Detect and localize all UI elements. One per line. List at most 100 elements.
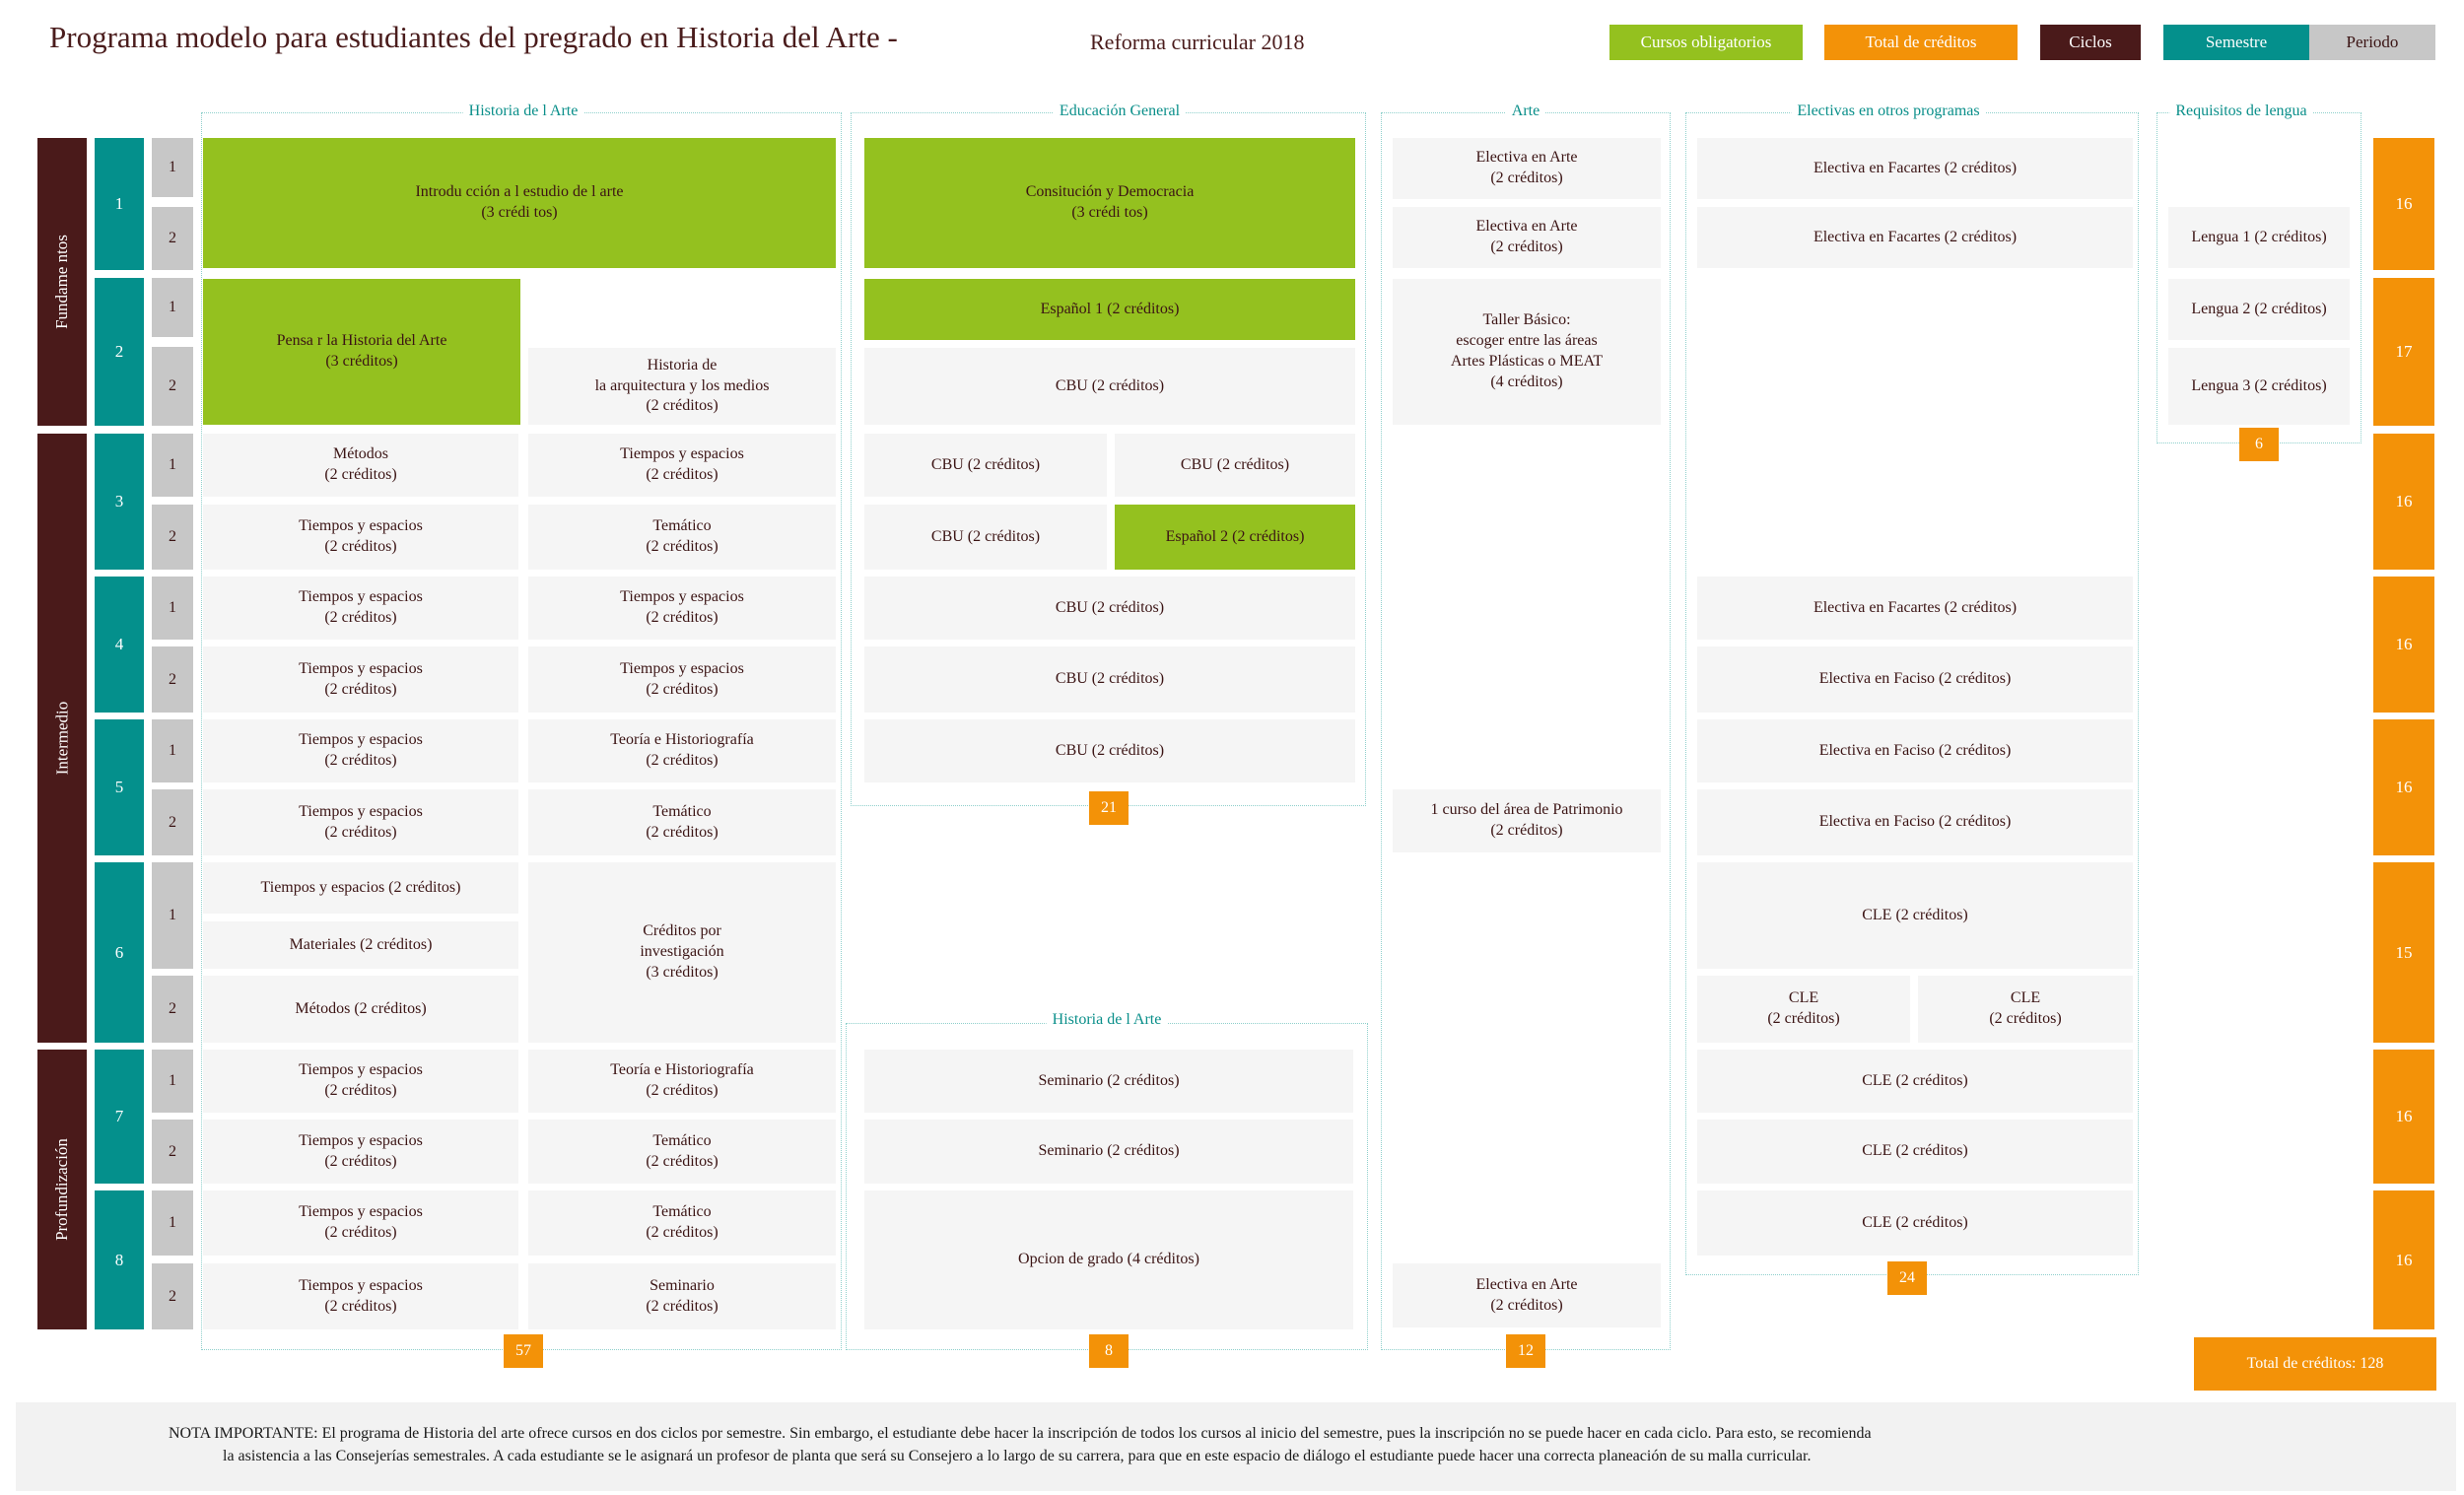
semester-2: 2 bbox=[95, 278, 144, 426]
semester-7: 7 bbox=[95, 1050, 144, 1184]
subtotal-arte: 12 bbox=[1506, 1334, 1545, 1368]
legend-ciclos: Ciclos bbox=[2040, 25, 2141, 60]
course-tiempos-espacios-8-1: Tiempos y espacios (2 créditos) bbox=[203, 1190, 518, 1256]
course-tiempos-espacios-7-2: Tiempos y espacios (2 créditos) bbox=[203, 1120, 518, 1184]
semester-total-7: 16 bbox=[2373, 1050, 2434, 1184]
subtotal-lengua: 6 bbox=[2239, 428, 2279, 461]
period-6-2: 2 bbox=[152, 976, 193, 1043]
label-electivas: Electivas en otros programas bbox=[1791, 102, 1986, 120]
period-7-1: 1 bbox=[152, 1050, 193, 1113]
period-4-2: 2 bbox=[152, 646, 193, 713]
course-cbu-3-1a: CBU (2 créditos) bbox=[864, 434, 1107, 497]
period-1-1: 1 bbox=[152, 138, 193, 197]
semester-total-6: 15 bbox=[2373, 862, 2434, 1043]
course-tiempos-espacios-7-1: Tiempos y espacios (2 créditos) bbox=[203, 1050, 518, 1113]
course-electiva-arte-1-1: Electiva en Arte (2 créditos) bbox=[1393, 138, 1661, 199]
course-tiempos-espacios-5-1: Tiempos y espacios (2 créditos) bbox=[203, 719, 518, 782]
cycle-profundizacion: Profundización bbox=[37, 1050, 87, 1329]
course-tematico-3: Temático (2 créditos) bbox=[528, 505, 836, 570]
course-electiva-arte-1-2: Electiva en Arte (2 créditos) bbox=[1393, 207, 1661, 268]
course-taller-basico: Taller Básico: escoger entre las áreas A… bbox=[1393, 279, 1661, 425]
course-teoria-7: Teoría e Historiografía (2 créditos) bbox=[528, 1050, 836, 1113]
legend-periodo: Periodo bbox=[2309, 25, 2435, 60]
course-cbu-4-2: CBU (2 créditos) bbox=[864, 646, 1355, 713]
semester-total-3: 16 bbox=[2373, 434, 2434, 570]
course-tiempos-espacios-4-2b: Tiempos y espacios (2 créditos) bbox=[528, 646, 836, 713]
period-1-2: 2 bbox=[152, 207, 193, 270]
period-2-2: 2 bbox=[152, 347, 193, 426]
course-cle-8: CLE (2 créditos) bbox=[1697, 1190, 2133, 1256]
course-electiva-faciso-4: Electiva en Faciso (2 créditos) bbox=[1697, 646, 2133, 713]
subtotal-educacion: 21 bbox=[1089, 791, 1129, 825]
course-lengua-1: Lengua 1 (2 créditos) bbox=[2168, 207, 2350, 268]
course-cbu-5-1: CBU (2 créditos) bbox=[864, 719, 1355, 782]
subtotal-electivas: 24 bbox=[1887, 1261, 1927, 1295]
course-cle-6-b: CLE (2 créditos) bbox=[1918, 976, 2133, 1043]
course-cbu-3-2: CBU (2 créditos) bbox=[864, 505, 1107, 570]
cycle-fundamentos: Fundame ntos bbox=[37, 138, 87, 426]
semester-total-4: 16 bbox=[2373, 577, 2434, 713]
semester-6: 6 bbox=[95, 862, 144, 1043]
nota-line-2: la asistencia a las Consejerías semestra… bbox=[223, 1448, 1812, 1464]
total-creditos: Total de créditos: 128 bbox=[2194, 1337, 2436, 1391]
page-subtitle: Reforma curricular 2018 bbox=[1090, 30, 1305, 54]
course-cbu-2: CBU (2 créditos) bbox=[864, 348, 1355, 425]
course-electiva-facartes-1-1: Electiva en Facartes (2 créditos) bbox=[1697, 138, 2133, 199]
course-cbu-4-1: CBU (2 créditos) bbox=[864, 577, 1355, 640]
course-cle-7-1: CLE (2 créditos) bbox=[1697, 1050, 2133, 1113]
label-historia-arte: Historia de l Arte bbox=[462, 102, 584, 120]
course-materiales-6: Materiales (2 créditos) bbox=[203, 921, 518, 969]
course-tiempos-espacios-3-1: Tiempos y espacios (2 créditos) bbox=[528, 434, 836, 497]
semester-5: 5 bbox=[95, 719, 144, 855]
semester-3: 3 bbox=[95, 434, 144, 570]
course-cbu-3-1b: CBU (2 créditos) bbox=[1115, 434, 1355, 497]
course-metodos-6: Métodos (2 créditos) bbox=[203, 976, 518, 1043]
period-5-1: 1 bbox=[152, 719, 193, 782]
label-historia-arte-2: Historia de l Arte bbox=[1046, 1011, 1168, 1029]
course-tiempos-espacios-4-1b: Tiempos y espacios (2 créditos) bbox=[528, 577, 836, 640]
course-constitucion-democracia: Consitución y Democracia (3 crédi tos) bbox=[864, 138, 1355, 268]
course-tiempos-espacios-8-2: Tiempos y espacios (2 créditos) bbox=[203, 1263, 518, 1329]
label-arte: Arte bbox=[1505, 102, 1546, 120]
course-espanol-1: Español 1 (2 créditos) bbox=[864, 279, 1355, 340]
period-4-1: 1 bbox=[152, 577, 193, 640]
semester-total-2: 17 bbox=[2373, 278, 2434, 426]
semester-8: 8 bbox=[95, 1190, 144, 1329]
course-introduccion: Introdu cción a l estudio de l arte (3 c… bbox=[203, 138, 836, 268]
course-tematico-8: Temático (2 créditos) bbox=[528, 1190, 836, 1256]
course-espanol-2: Español 2 (2 créditos) bbox=[1115, 505, 1355, 570]
course-lengua-3: Lengua 3 (2 créditos) bbox=[2168, 348, 2350, 425]
period-5-2: 2 bbox=[152, 789, 193, 855]
course-cle-7-2: CLE (2 créditos) bbox=[1697, 1120, 2133, 1184]
legend-semestre: Semestre bbox=[2163, 25, 2309, 60]
course-tiempos-espacios-4-1a: Tiempos y espacios (2 créditos) bbox=[203, 577, 518, 640]
nota-importante: NOTA IMPORTANTE: El programa de Historia… bbox=[16, 1402, 2456, 1491]
course-tematico-5: Temático (2 créditos) bbox=[528, 789, 836, 855]
period-2-1: 1 bbox=[152, 278, 193, 337]
course-electiva-faciso-5-1: Electiva en Faciso (2 créditos) bbox=[1697, 719, 2133, 782]
legend-cursos-obligatorios: Cursos obligatorios bbox=[1609, 25, 1803, 60]
period-8-2: 2 bbox=[152, 1263, 193, 1329]
subtotal-historia: 57 bbox=[504, 1334, 543, 1368]
course-creditos-investigacion: Créditos por investigación (3 créditos) bbox=[528, 862, 836, 1043]
period-3-2: 2 bbox=[152, 505, 193, 570]
course-opcion-grado: Opcion de grado (4 créditos) bbox=[864, 1190, 1353, 1329]
semester-total-8: 16 bbox=[2373, 1190, 2434, 1329]
course-cle-6: CLE (2 créditos) bbox=[1697, 862, 2133, 969]
course-teoria-5: Teoría e Historiografía (2 créditos) bbox=[528, 719, 836, 782]
nota-line-1: NOTA IMPORTANTE: El programa de Historia… bbox=[169, 1425, 1872, 1442]
course-seminario-7-2: Seminario (2 créditos) bbox=[864, 1120, 1353, 1184]
label-educacion-general: Educación General bbox=[1053, 102, 1187, 120]
course-metodos-3: Métodos (2 créditos) bbox=[203, 434, 518, 497]
course-electiva-facartes-4: Electiva en Facartes (2 créditos) bbox=[1697, 577, 2133, 640]
semester-4: 4 bbox=[95, 577, 144, 713]
course-tiempos-espacios-3-2: Tiempos y espacios (2 créditos) bbox=[203, 505, 518, 570]
course-patrimonio: 1 curso del área de Patrimonio (2 crédit… bbox=[1393, 789, 1661, 852]
label-lengua: Requisitos de lengua bbox=[2169, 102, 2313, 120]
page-title: Programa modelo para estudiantes del pre… bbox=[49, 20, 898, 54]
period-8-1: 1 bbox=[152, 1190, 193, 1256]
course-historia-arquitectura: Historia de la arquitectura y los medios… bbox=[528, 348, 836, 425]
course-tiempos-espacios-6: Tiempos y espacios (2 créditos) bbox=[203, 862, 518, 914]
course-tiempos-espacios-4-2a: Tiempos y espacios (2 créditos) bbox=[203, 646, 518, 713]
course-pensar-historia: Pensa r la Historia del Arte (3 créditos… bbox=[203, 279, 520, 425]
